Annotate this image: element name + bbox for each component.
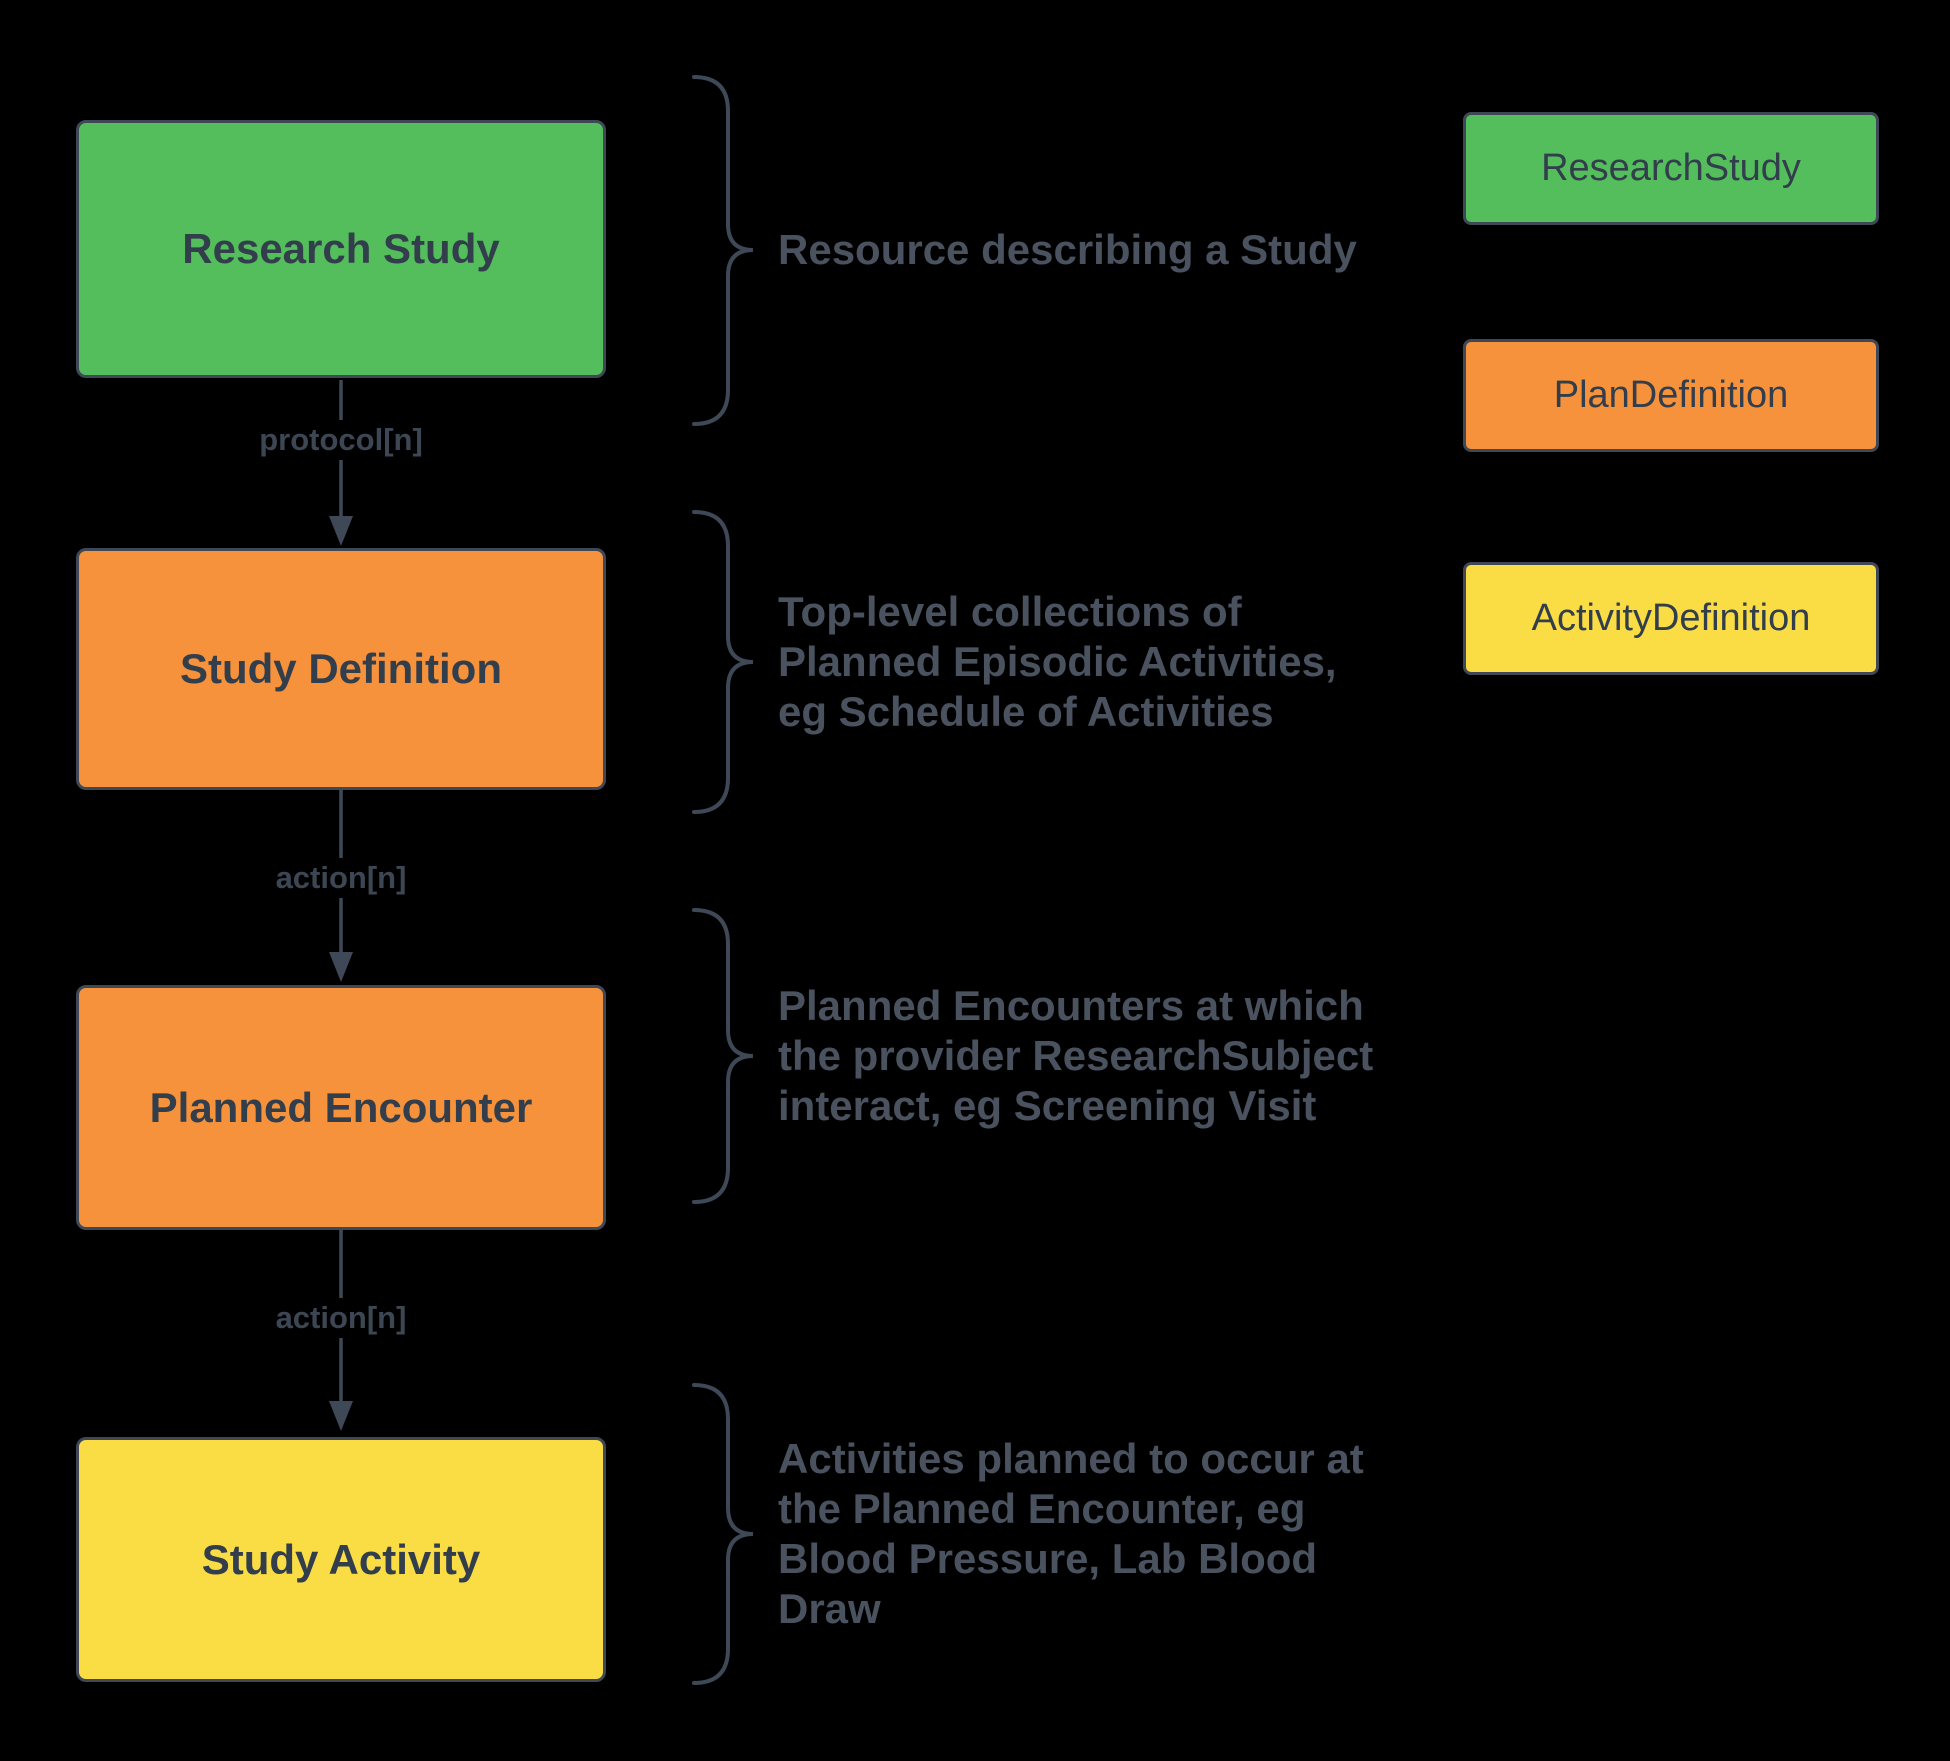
curly-brace-study-activity [692,1383,754,1685]
legend-label: ActivityDefinition [1531,597,1811,639]
curly-brace-research-study [692,75,754,426]
legend-item-plandefinition: PlanDefinition [1463,339,1879,452]
legend-item-activitydefinition: ActivityDefinition [1463,562,1879,675]
node-study-definition: Study Definition [76,548,606,790]
legend-label: ResearchStudy [1541,147,1801,189]
connector-label-action-2: action[n] [263,1298,419,1338]
arrow-research-to-definition [329,380,353,546]
annotation-study-activity: Activities planned to occur at the Plann… [778,1435,1364,1632]
annotation-research-study: Resource describing a Study [778,226,1357,273]
annotation-planned-encounter: Planned Encounters at which the provider… [778,982,1374,1129]
node-label: Research Study [182,225,500,272]
legend-item-researchstudy: ResearchStudy [1463,112,1879,225]
node-label: Study Definition [180,645,502,692]
legend-label: PlanDefinition [1553,374,1789,416]
down-arrowhead-icon [329,1401,353,1431]
curly-brace-study-definition [692,510,754,814]
node-label: Planned Encounter [149,1083,533,1131]
connector-label-protocol: protocol[n] [247,420,435,460]
down-arrowhead-icon [329,516,353,546]
node-planned-encounter: Planned Encounter [76,985,606,1230]
node-label: Study Activity [201,1535,481,1583]
down-arrowhead-icon [329,952,353,982]
annotation-study-definition: Top-level collections of Planned Episodi… [778,588,1337,735]
node-study-activity: Study Activity [76,1437,606,1682]
curly-brace-planned-encounter [692,908,754,1204]
connector-label-action-1: action[n] [263,858,419,898]
node-research-study: Research Study [76,120,606,378]
